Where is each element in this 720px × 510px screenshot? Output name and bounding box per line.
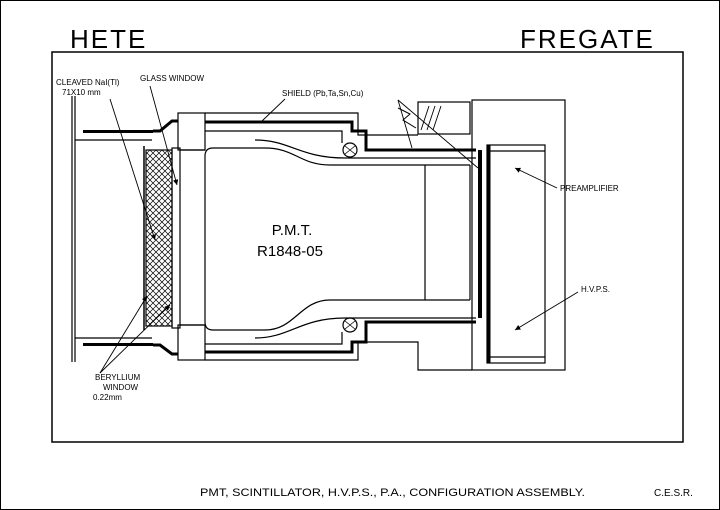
scintillator-label-line2: 71X10 mm (62, 88, 101, 97)
left-title: HETE (70, 24, 147, 54)
housing-shield-bottom (205, 320, 476, 354)
assembly-geometry (71, 85, 579, 374)
beryllium-leader (99, 295, 148, 374)
housing-top (205, 112, 418, 136)
hvps-leader (514, 291, 579, 331)
glass-window-leader (149, 85, 179, 186)
housing-bottom (205, 341, 472, 371)
o-ring-top-detail (344, 145, 356, 155)
o-ring-top (342, 142, 358, 158)
drawing-caption: PMT, SCINTILLATOR, H.V.P.S., P.A., CONFI… (200, 487, 585, 499)
scintillator-leader (109, 98, 156, 241)
preamplifier-label: PREAMPLIFIER (560, 184, 619, 193)
divider-plate (478, 150, 482, 318)
pmt-model-label: R1848-05 (257, 243, 323, 260)
shield-leader-mid (397, 99, 413, 149)
shield-leader-right (397, 99, 479, 169)
connector-cable (397, 107, 417, 129)
flange-top (177, 112, 206, 151)
shield-leader-left (261, 98, 286, 122)
window-retainer (180, 149, 205, 326)
right-title: FREGATE (520, 24, 655, 54)
beryllium-label-line2: WINDOW (103, 383, 139, 392)
scintillator-crystal (145, 149, 173, 327)
pmt-label: P.M.T. (272, 222, 313, 239)
hvps-label: H.V.P.S. (581, 285, 610, 294)
shield-transition-bottom (153, 343, 178, 356)
housing-inner-bottom (205, 332, 343, 345)
connector-body (417, 101, 471, 135)
housing-shield-top (205, 120, 476, 152)
organization-label: C.E.S.R. (654, 488, 693, 499)
beryllium-label-line1: BERYLLIUM (95, 373, 141, 382)
preamplifier-leader (514, 167, 558, 189)
shield-transition-top (153, 119, 178, 133)
housing-inner-top (205, 130, 343, 143)
glass-window (171, 147, 181, 329)
entrance-shield-top (83, 130, 153, 133)
entrance-wall (71, 96, 76, 362)
beryllium-leader-2 (99, 304, 171, 374)
connector-hatch (420, 105, 442, 131)
drawing-frame (51, 51, 684, 443)
pmt-shoulder-contour-top (254, 139, 476, 159)
pmt-shoulder-contour-bottom (254, 317, 476, 339)
o-ring-bottom-detail (344, 320, 356, 330)
pmt-envelope (204, 147, 470, 331)
beryllium-label-line3: 0.22mm (93, 393, 122, 402)
glass-window-label: GLASS WINDOW (140, 74, 204, 83)
scintillator-label-line1: CLEAVED NaI(Tl) (56, 78, 120, 87)
electronics-box-inner (486, 144, 546, 364)
shield-label: SHIELD (Pb,Ta,Sn,Cu) (282, 89, 364, 98)
entrance-shield-bottom (83, 343, 153, 346)
entrance-tube (75, 139, 152, 339)
flange-bottom (177, 324, 206, 361)
electronics-box-outer (471, 99, 566, 371)
